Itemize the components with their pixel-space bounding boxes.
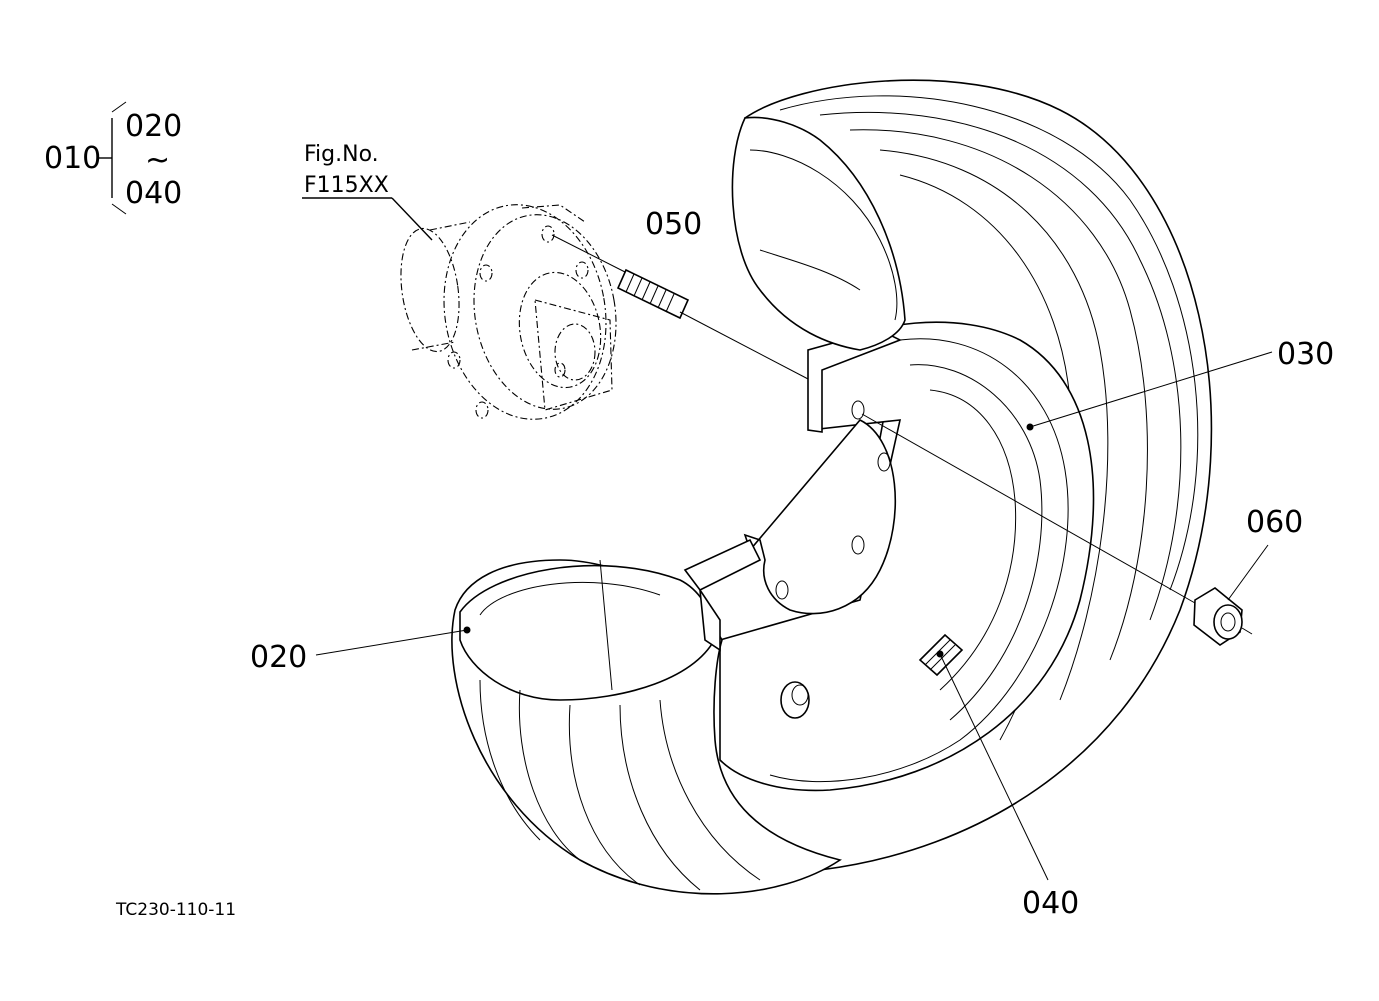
nut-drawing (1193, 587, 1253, 646)
label-stud: 050 (645, 207, 702, 242)
label-nut: 060 (1246, 505, 1303, 540)
drawing-code: TC230-110-11 (115, 900, 236, 920)
fig-caption: Fig.No. (304, 142, 379, 167)
label-range-sep: ~ (145, 143, 170, 178)
tire-rear-half (558, 79, 1213, 876)
label-assembly: 010 (44, 141, 101, 176)
figure-reference: Fig.No. F115XX (302, 142, 433, 241)
valve-stem (780, 681, 810, 719)
label-disc: 030 (1277, 337, 1334, 372)
label-tire: 020 (250, 640, 307, 675)
assembly-callout: 010 020 ~ 040 (44, 101, 182, 215)
label-range-end: 040 (125, 176, 182, 211)
fig-number: F115XX (304, 173, 389, 198)
tire-front-half (451, 538, 842, 895)
stud-drawing (616, 268, 690, 320)
label-range-start: 020 (125, 109, 182, 144)
label-valve: 040 (1022, 886, 1079, 921)
hub-drawing (400, 204, 617, 420)
